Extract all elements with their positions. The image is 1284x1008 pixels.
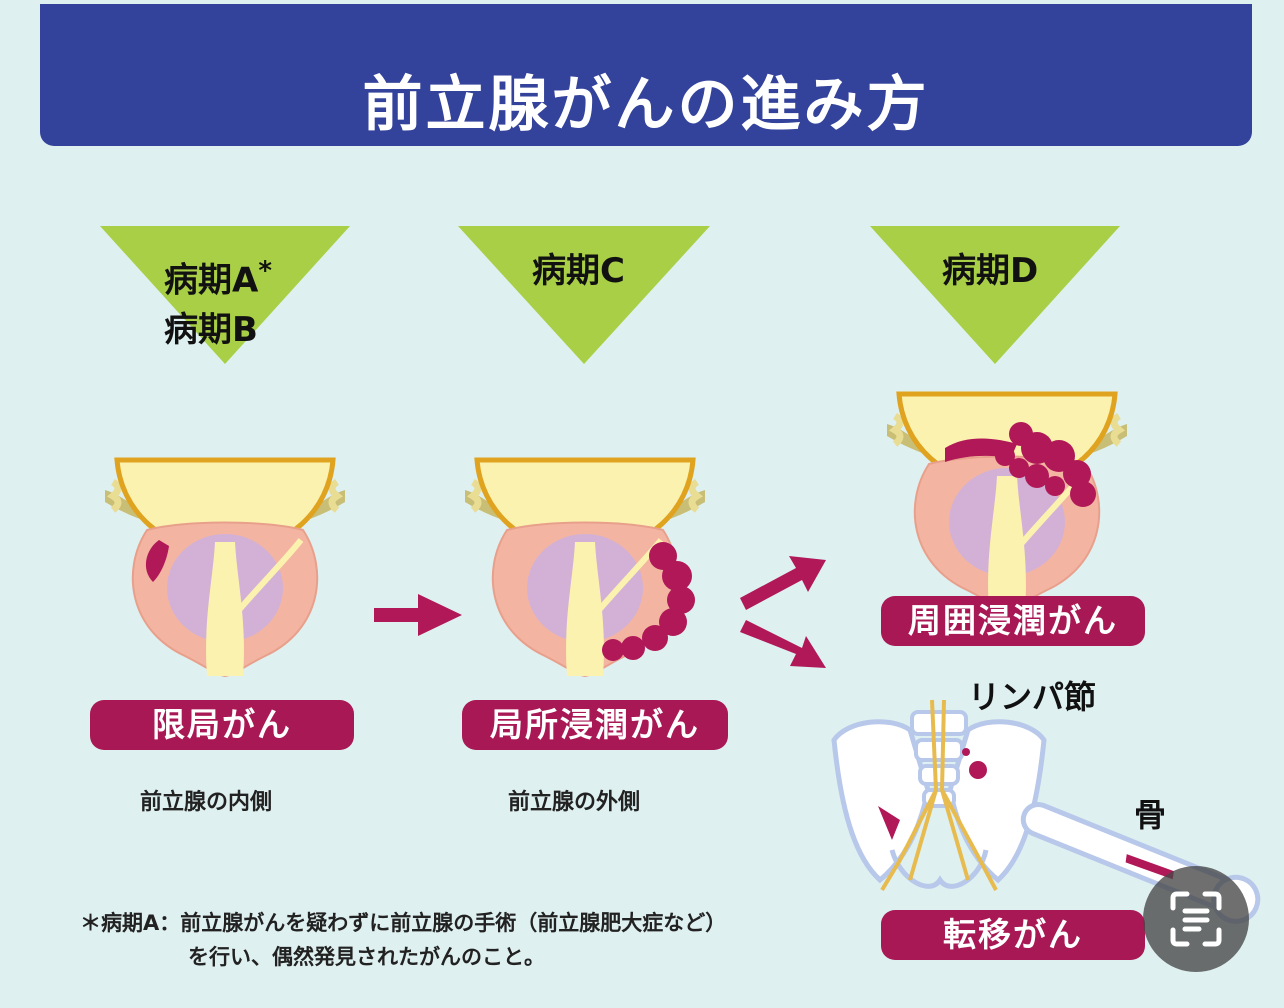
arrows xyxy=(374,556,826,668)
footnote-line-2: を行い、偶然発見されたがんのこと。 xyxy=(188,945,545,969)
localized-cancer-label: 限局がん xyxy=(90,700,354,750)
stage-marker-d xyxy=(870,226,1120,364)
caption-inner: 前立腺の内側 xyxy=(140,790,273,815)
pelvis-bone-tumor xyxy=(878,806,900,840)
page-title: 前立腺がんの進み方 xyxy=(362,70,930,140)
pelvis-illustration xyxy=(831,699,1047,892)
surrounding-invasion-label: 周囲浸潤がん xyxy=(881,596,1145,646)
prostate-local-invasion xyxy=(465,460,705,676)
stage-marker-ab xyxy=(100,226,350,364)
bone-label: 骨 xyxy=(1134,796,1167,834)
stage-marker-c xyxy=(458,226,710,364)
prostate-surrounding-invasion xyxy=(887,394,1127,610)
footnote-line-1: ＊病期A：前立腺がんを疑わずに前立腺の手術（前立腺肥大症など） xyxy=(80,911,727,935)
scan-text-button[interactable] xyxy=(1143,866,1249,972)
footnote: ＊病期A：前立腺がんを疑わずに前立腺の手術（前立腺肥大症など） を行い、偶然発見… xyxy=(80,906,860,974)
scan-text-icon xyxy=(1170,891,1222,947)
arrow-down-right xyxy=(740,620,826,668)
title-banner xyxy=(40,4,1252,146)
stage-ab-label: 病期A* 病期B xyxy=(164,256,272,351)
tumor-outer xyxy=(602,542,695,661)
caption-outer: 前立腺の外側 xyxy=(508,790,641,815)
arrow-right xyxy=(374,608,418,622)
stage-d-label: 病期D xyxy=(942,251,1039,291)
lymph-node-tumor xyxy=(969,761,987,779)
arrow-up-right xyxy=(740,556,826,610)
lymph-node-label: リンパ節 xyxy=(968,678,1097,716)
lymph-vessels xyxy=(880,699,998,892)
bone-tumor xyxy=(1125,854,1174,880)
tumor-surrounding xyxy=(945,422,1096,507)
prostate-localized xyxy=(105,460,345,676)
local-invasion-label: 局所浸潤がん xyxy=(462,700,728,750)
metastasis-label: 転移がん xyxy=(881,910,1145,960)
stage-c-label: 病期C xyxy=(532,251,625,291)
